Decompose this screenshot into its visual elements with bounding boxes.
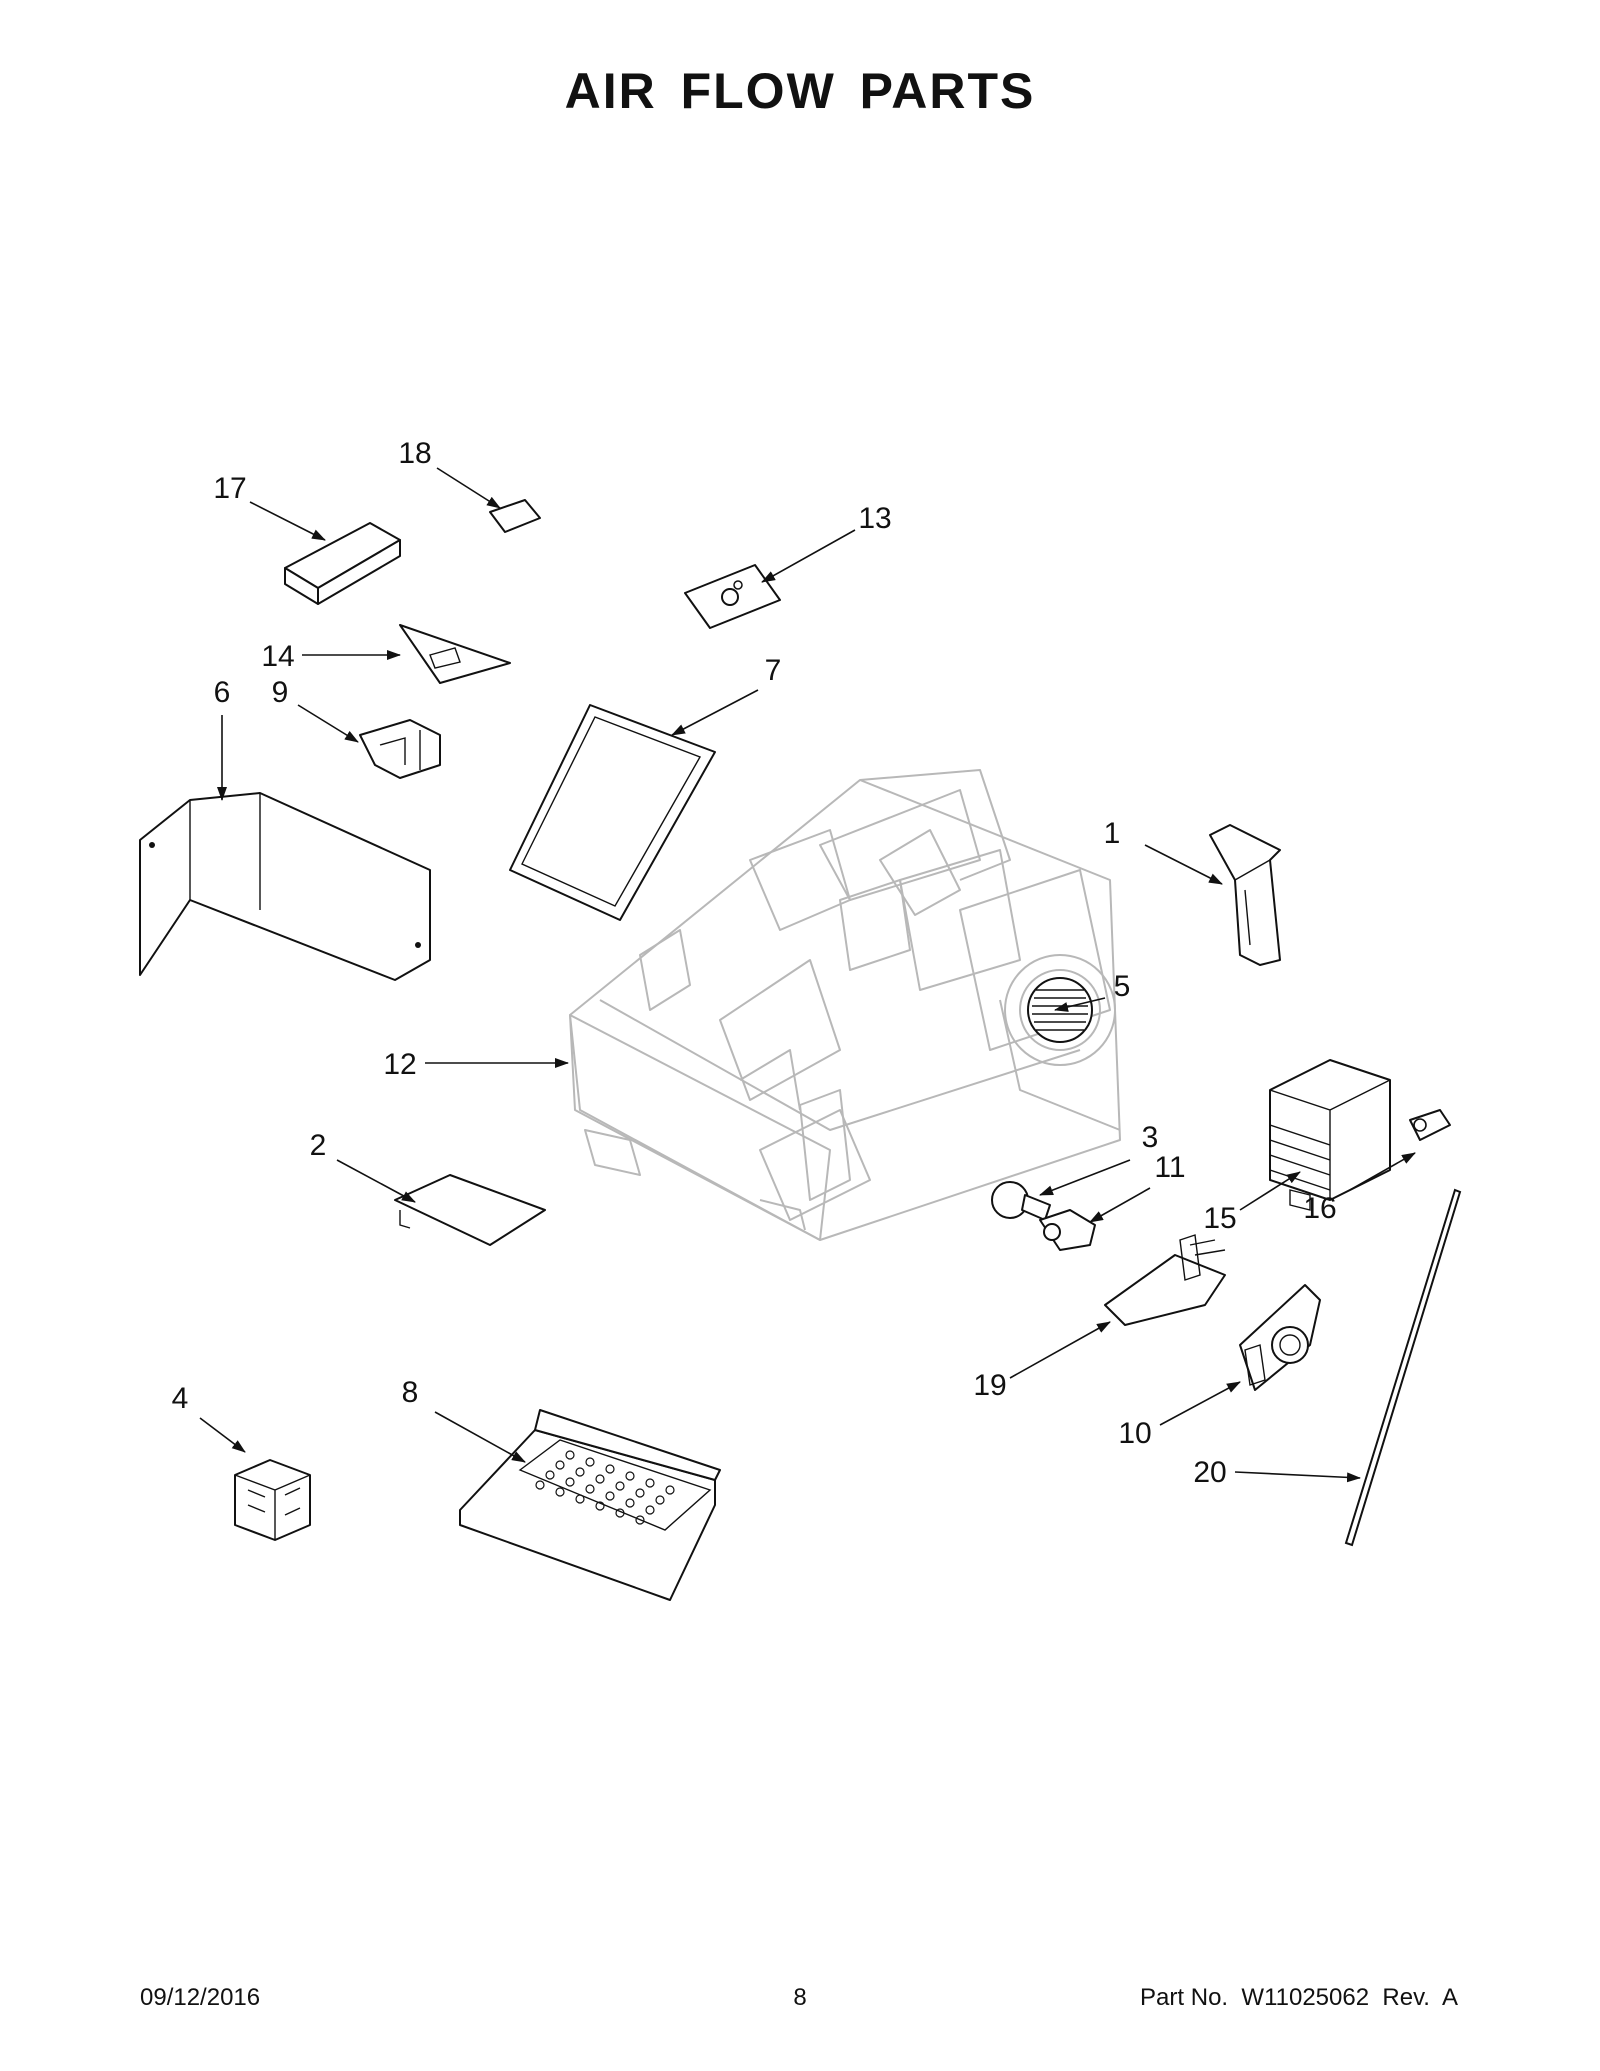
callout-1: 1 bbox=[1104, 817, 1121, 850]
part-8-grease-filter bbox=[459, 1409, 721, 1601]
footer-part-number: Part No. W11025062 Rev. A bbox=[1140, 1984, 1458, 2011]
part-2-plate bbox=[394, 1174, 546, 1246]
part-13-plate bbox=[684, 564, 781, 629]
part-15-transformer bbox=[1269, 1059, 1391, 1211]
part-3-lamp bbox=[991, 1181, 1051, 1221]
part-18-pad bbox=[489, 499, 541, 533]
part-4-clip bbox=[234, 1459, 311, 1541]
part-16-thermostat bbox=[1409, 1109, 1451, 1141]
leader-16 bbox=[1349, 1152, 1416, 1191]
callout-3: 3 bbox=[1142, 1121, 1159, 1154]
part-6-shield bbox=[139, 792, 431, 981]
leader-5 bbox=[1054, 997, 1106, 1012]
part-19-board bbox=[1104, 1234, 1226, 1326]
part-1-bracket bbox=[1209, 824, 1281, 966]
part-11-socket bbox=[1039, 1209, 1096, 1251]
callout-8: 8 bbox=[402, 1376, 419, 1409]
leader-18 bbox=[436, 467, 501, 509]
leader-8 bbox=[434, 1411, 526, 1463]
callout-7: 7 bbox=[765, 654, 782, 687]
footer-date: 09/12/2016 bbox=[140, 1984, 261, 2011]
callout-labels: 1 2 3 4 5 6 7 8 9 10 11 12 13 14 15 16 1… bbox=[172, 437, 1337, 1489]
leader-lines bbox=[199, 467, 1416, 1483]
callout-18: 18 bbox=[398, 437, 431, 470]
leader-2 bbox=[336, 1159, 416, 1203]
leader-4 bbox=[199, 1417, 246, 1453]
leader-19 bbox=[1009, 1321, 1111, 1379]
blower-wheel-part bbox=[1027, 977, 1093, 1043]
part-14-baffle bbox=[399, 624, 511, 684]
part-10-motor bbox=[1239, 1284, 1321, 1391]
callout-17: 17 bbox=[213, 472, 246, 505]
callout-2: 2 bbox=[310, 1129, 327, 1162]
leader-15 bbox=[1239, 1171, 1301, 1211]
page-title: AIR FLOW PARTS bbox=[564, 63, 1036, 119]
callout-12: 12 bbox=[383, 1048, 416, 1081]
leader-13 bbox=[761, 529, 856, 583]
callout-14: 14 bbox=[261, 640, 294, 673]
callout-19: 19 bbox=[973, 1369, 1006, 1402]
part-17-cover bbox=[284, 522, 401, 605]
leader-1 bbox=[1144, 844, 1223, 885]
leader-11 bbox=[1089, 1187, 1151, 1223]
leader-7 bbox=[671, 689, 759, 736]
callout-13: 13 bbox=[858, 502, 891, 535]
leader-20 bbox=[1234, 1471, 1361, 1483]
part-9-bracket bbox=[359, 719, 441, 779]
leader-9 bbox=[297, 704, 359, 743]
callout-20: 20 bbox=[1193, 1456, 1226, 1489]
part-20-rod bbox=[1344, 1188, 1462, 1547]
housing-base-ghost bbox=[569, 769, 1121, 1241]
callout-11: 11 bbox=[1154, 1151, 1185, 1184]
leader-3 bbox=[1039, 1159, 1131, 1196]
part-7-filter bbox=[509, 704, 716, 921]
callout-5: 5 bbox=[1114, 970, 1131, 1003]
callout-15: 15 bbox=[1203, 1202, 1236, 1235]
callout-4: 4 bbox=[172, 1382, 189, 1415]
callout-6: 6 bbox=[214, 676, 231, 709]
callout-16: 16 bbox=[1303, 1192, 1336, 1225]
leader-10 bbox=[1159, 1381, 1241, 1426]
leader-17 bbox=[249, 501, 326, 541]
callout-10: 10 bbox=[1118, 1417, 1151, 1450]
footer-page-number: 8 bbox=[793, 1984, 807, 2011]
callout-9: 9 bbox=[272, 676, 289, 709]
